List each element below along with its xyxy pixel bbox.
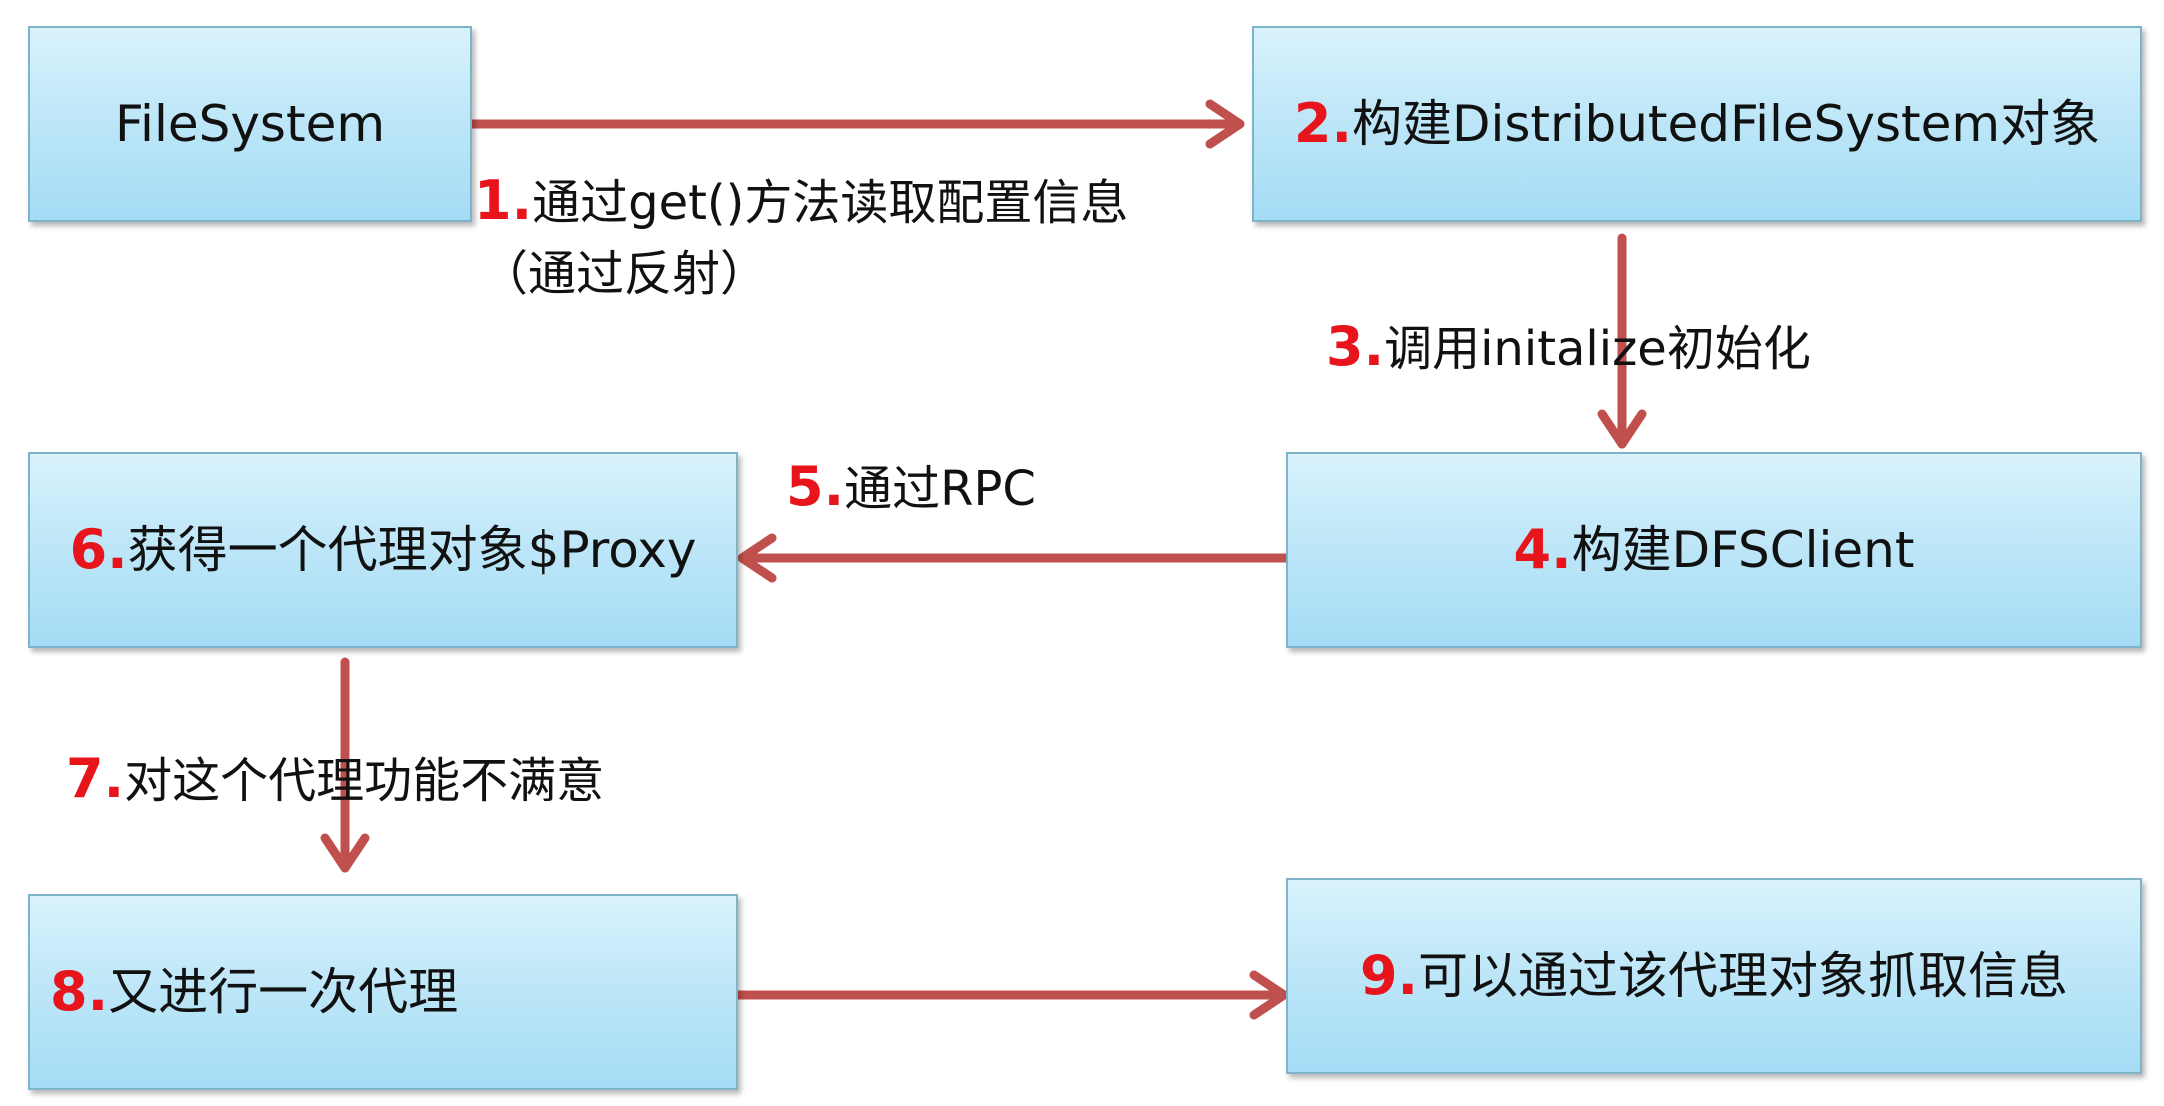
filesystem-box: FileSystem [28,26,472,222]
step3-label: 3.调用initalize初始化 [1326,320,1811,374]
step9-box: 9.可以通过该代理对象抓取信息 [1286,878,2142,1074]
step4-number: 4. [1513,518,1572,581]
step2-number: 2. [1293,92,1352,155]
step6-number: 6. [69,518,128,581]
step1-label: 1.通过get()方法读取配置信息 [474,174,1128,228]
step3-number: 3. [1326,315,1385,378]
step9-text: 可以通过该代理对象抓取信息 [1418,947,2069,1005]
step1-text: 通过get()方法读取配置信息 [532,175,1129,231]
step6-text: 获得一个代理对象$Proxy [127,521,697,579]
step4-text: 构建DFSClient [1571,521,1915,579]
step5-number: 5. [786,455,845,518]
step7-text: 对这个代理功能不满意 [124,753,605,809]
step8-box: 8.又进行一次代理 [28,894,738,1090]
step2-box: 2.构建DistributedFileSystem对象 [1252,26,2142,222]
step7-label: 7.对这个代理功能不满意 [66,752,604,806]
step9-number: 9. [1359,944,1419,1007]
step5-text: 通过RPC [844,461,1036,517]
step1-label-line2: （通过反射） [480,250,768,298]
step7-number: 7. [66,747,125,810]
filesystem-box-label: FileSystem [114,95,386,153]
step4-box: 4.构建DFSClient [1286,452,2142,648]
step6-box: 6.获得一个代理对象$Proxy [28,452,738,648]
step2-text: 构建DistributedFileSystem对象 [1351,95,2101,153]
step8-number: 8. [50,960,109,1023]
step1-number: 1. [474,169,533,232]
step1-text-line2: （通过反射） [480,246,769,302]
step8-text: 又进行一次代理 [108,963,459,1021]
step5-label: 5.通过RPC [786,460,1036,514]
step3-text: 调用initalize初始化 [1384,321,1811,377]
